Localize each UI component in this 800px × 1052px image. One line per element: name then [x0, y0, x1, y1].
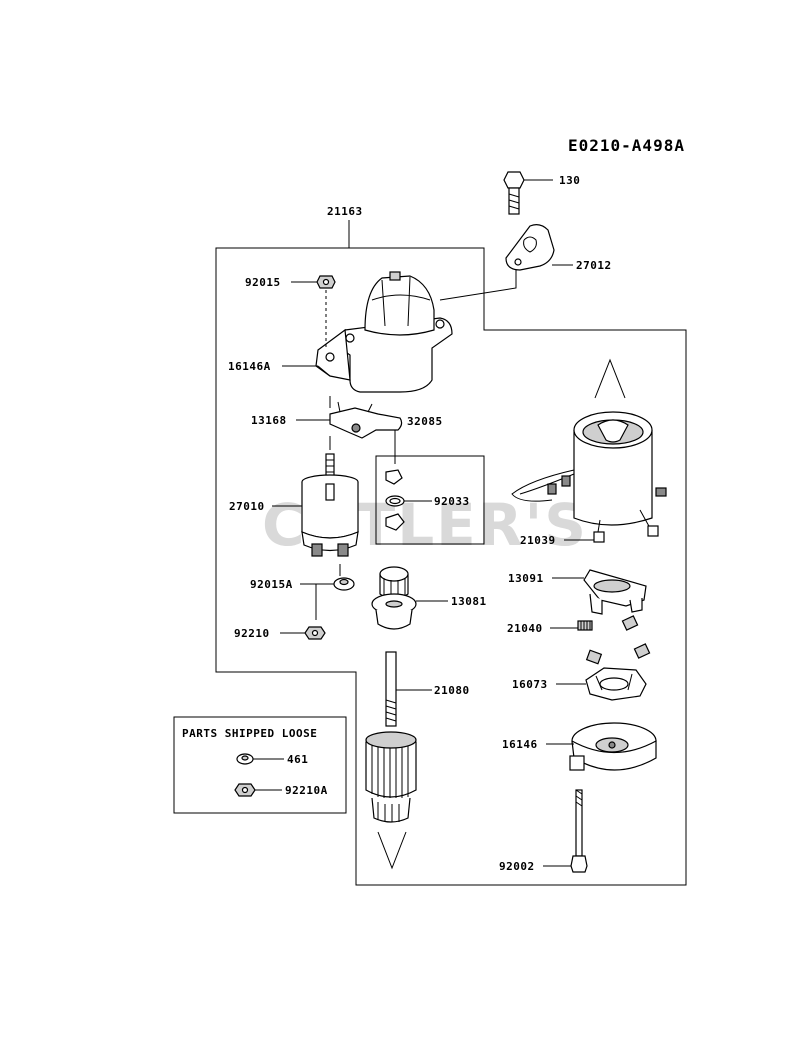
part-label-32085: 32085 — [407, 415, 443, 428]
solenoid-27010 — [301, 453, 359, 557]
part-label-16146A: 16146A — [228, 360, 271, 373]
loose-parts-box — [173, 716, 347, 814]
leader-21080-bottom — [377, 831, 407, 870]
part-label-92015A: 92015A — [250, 578, 293, 591]
kit-box-32085 — [375, 455, 485, 545]
part-label-21039: 21039 — [520, 534, 556, 547]
part-label-92033: 92033 — [434, 495, 470, 508]
leader-21039-top — [594, 358, 626, 399]
part-label-27010: 27010 — [229, 500, 265, 513]
part-label-92002: 92002 — [499, 860, 535, 873]
part-label-13168: 13168 — [251, 414, 287, 427]
leader-27012-link — [439, 270, 517, 301]
part-label-13091: 13091 — [508, 572, 544, 585]
lever-13168 — [329, 401, 403, 439]
part-label-21163: 21163 — [327, 205, 363, 218]
nut-92210 — [304, 626, 326, 640]
part-label-92015: 92015 — [245, 276, 281, 289]
nut-92210A — [234, 783, 256, 797]
brush-holder-13091 — [583, 569, 647, 615]
diagram-code: E0210-A498A — [568, 136, 685, 155]
loose-box-title: PARTS SHIPPED LOOSE — [182, 727, 317, 740]
bracket-27012 — [505, 224, 555, 271]
nut-92015A — [333, 577, 355, 591]
part-label-92210: 92210 — [234, 627, 270, 640]
bolt-130 — [503, 171, 525, 215]
part-label-27012: 27012 — [576, 259, 612, 272]
part-label-21080: 21080 — [434, 684, 470, 697]
through-bolt-92002 — [570, 789, 588, 873]
part-label-130: 130 — [559, 174, 580, 187]
yoke-21039 — [511, 411, 667, 543]
kit-32085-parts — [385, 469, 405, 531]
rear-cover-16146 — [569, 722, 657, 771]
part-label-461: 461 — [287, 753, 308, 766]
armature-21080 — [365, 651, 417, 823]
assembly-outline — [215, 247, 687, 886]
leader-92015A — [300, 583, 317, 620]
part-label-13081: 13081 — [451, 595, 487, 608]
springs-21040 — [577, 615, 651, 665]
front-housing-16146A — [315, 271, 453, 393]
part-label-92210A: 92210A — [285, 784, 328, 797]
part-label-16073: 16073 — [512, 678, 548, 691]
pinion-13081 — [371, 566, 417, 630]
plate-16073 — [585, 667, 647, 701]
nut-92015 — [316, 275, 336, 289]
part-label-21040: 21040 — [507, 622, 543, 635]
part-label-16146: 16146 — [502, 738, 538, 751]
washer-461 — [236, 753, 254, 765]
